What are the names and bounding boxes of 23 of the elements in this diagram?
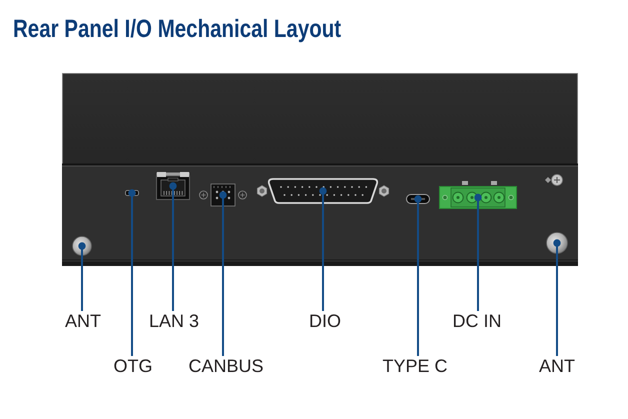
port-label: ANT	[65, 311, 101, 331]
leader-line	[553, 239, 561, 356]
can-connector	[199, 183, 247, 207]
port-label: LAN 3	[148, 311, 200, 331]
port-label: TYPE C	[382, 356, 448, 376]
antenna-connector	[72, 236, 92, 256]
power-terminal-block	[439, 186, 517, 209]
port-label: DIO	[309, 311, 341, 331]
leader-line	[474, 194, 482, 311]
leader-line	[128, 189, 136, 356]
leader-line	[319, 187, 327, 311]
port-label: CANBUS	[188, 356, 264, 376]
leader-line	[169, 182, 177, 311]
leader-line	[414, 195, 422, 356]
leader-line	[78, 242, 86, 311]
diagram-title: Rear Panel I/O Mechanical Layout	[13, 15, 342, 43]
port-label: DC IN	[452, 311, 502, 331]
antenna-connector	[546, 232, 568, 254]
leader-line	[219, 191, 227, 356]
d-sub-connector	[256, 177, 390, 205]
port-label: ANT	[539, 356, 575, 376]
ethernet-port	[156, 172, 190, 200]
port-label: OTG	[114, 356, 152, 376]
